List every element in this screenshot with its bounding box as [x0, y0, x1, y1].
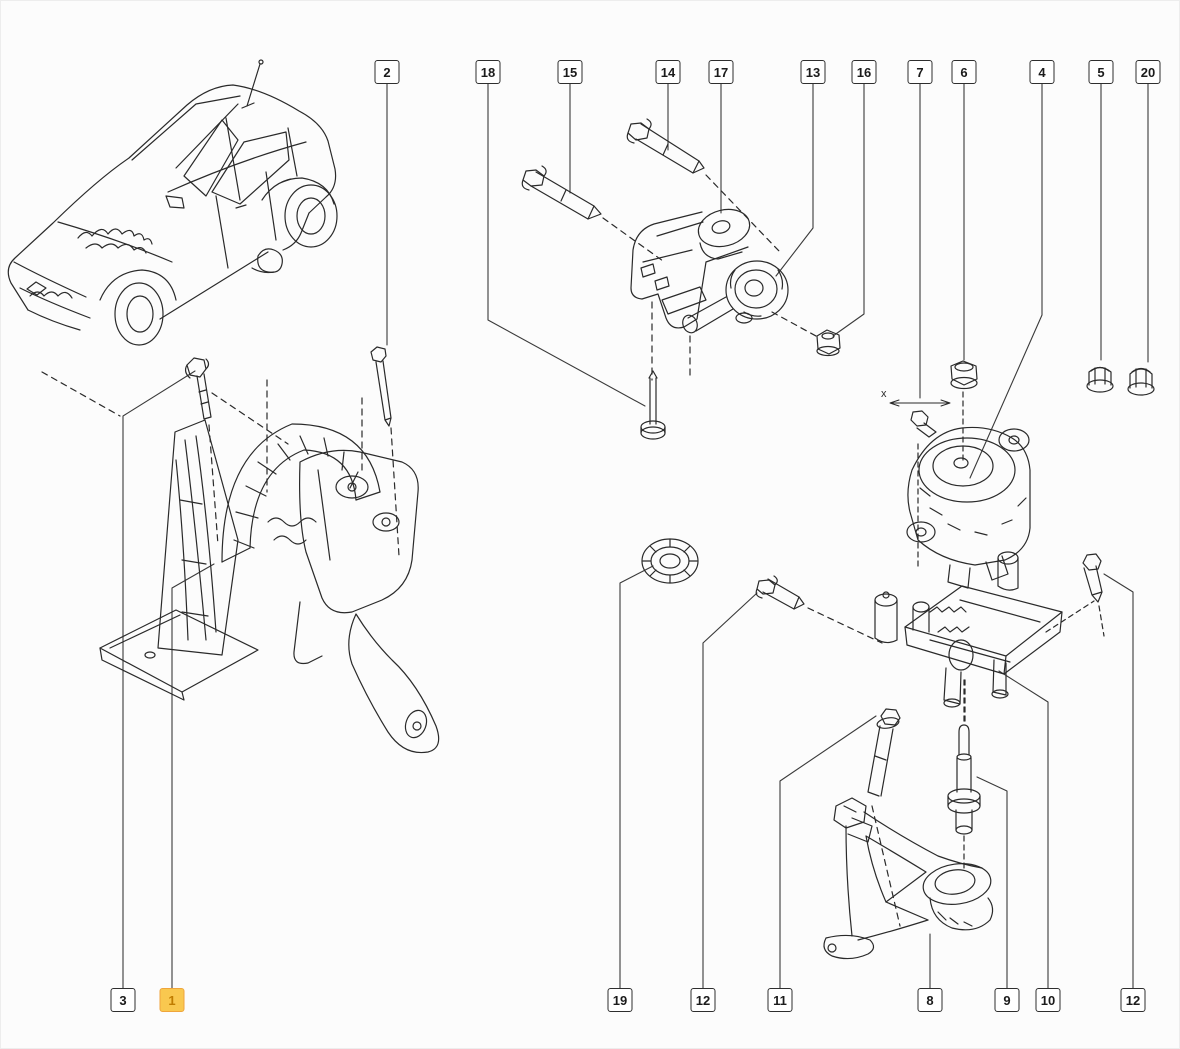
mount-base-plate — [99, 609, 259, 701]
callout-bottom-1[interactable]: 1 — [159, 988, 185, 1012]
callout-bottom-9[interactable]: 9 — [994, 988, 1020, 1012]
car-illustration — [7, 59, 338, 346]
callout-bottom-8[interactable]: 8 — [917, 988, 943, 1012]
nut-20 — [1127, 367, 1155, 396]
callout-top-15[interactable]: 15 — [557, 60, 583, 84]
direction-arrow: x — [881, 388, 951, 407]
callout-bottom-11[interactable]: 11 — [767, 988, 793, 1012]
front-wheel — [114, 282, 164, 346]
callout-top-13[interactable]: 13 — [800, 60, 826, 84]
washer-19 — [641, 538, 699, 584]
callout-top-20[interactable]: 20 — [1135, 60, 1161, 84]
rear-wheel — [284, 184, 338, 248]
nut-16 — [816, 329, 841, 357]
callout-bottom-12[interactable]: 12 — [690, 988, 716, 1012]
leader-lines — [122, 82, 1149, 989]
bolt-3 — [184, 357, 212, 420]
nut-6 — [950, 360, 978, 390]
callout-top-18[interactable]: 18 — [475, 60, 501, 84]
callout-bottom-12[interactable]: 12 — [1120, 988, 1146, 1012]
mount-arch — [221, 423, 381, 563]
callout-bottom-19[interactable]: 19 — [607, 988, 633, 1012]
nut-5 — [1086, 366, 1114, 393]
callout-top-2[interactable]: 2 — [374, 60, 400, 84]
brand-badge — [26, 281, 47, 296]
stud-18 — [640, 370, 666, 440]
side-mirror — [165, 195, 185, 209]
lower-arm-illustration — [823, 679, 994, 960]
callout-top-17[interactable]: 17 — [708, 60, 734, 84]
callout-top-7[interactable]: 7 — [907, 60, 933, 84]
callout-top-4[interactable]: 4 — [1029, 60, 1055, 84]
hydro-mount-4 — [906, 426, 1031, 589]
callout-top-5[interactable]: 5 — [1088, 60, 1114, 84]
bolt-2 — [370, 346, 392, 427]
stud-9 — [947, 679, 981, 873]
svg-text:x: x — [881, 388, 887, 400]
engine-bay-scribble — [77, 228, 153, 245]
right-mount-group-illustration: x — [881, 360, 1155, 589]
torque-rod-bushing — [682, 260, 789, 334]
callout-top-16[interactable]: 16 — [851, 60, 877, 84]
bolt-12-right — [1082, 553, 1105, 637]
antenna — [246, 63, 261, 107]
callout-top-6[interactable]: 6 — [951, 60, 977, 84]
bolt-15 — [521, 165, 602, 220]
bolt-12-center — [755, 575, 883, 644]
mount-bracket-body — [293, 449, 440, 754]
callout-top-14[interactable]: 14 — [655, 60, 681, 84]
callout-bottom-10[interactable]: 10 — [1035, 988, 1061, 1012]
triangular-arm-8 — [823, 797, 994, 960]
rubber-stud — [874, 551, 1019, 644]
torque-rod-assembly-illustration — [521, 118, 841, 440]
callout-bottom-3[interactable]: 3 — [110, 988, 136, 1012]
rod-bracket — [630, 208, 751, 329]
engine-mount-assembly-illustration — [41, 346, 440, 754]
bolt-7 — [910, 410, 937, 438]
mount-heat-shield — [157, 419, 239, 656]
support-bracket-illustration — [874, 551, 1105, 725]
bolt-14 — [626, 118, 705, 174]
